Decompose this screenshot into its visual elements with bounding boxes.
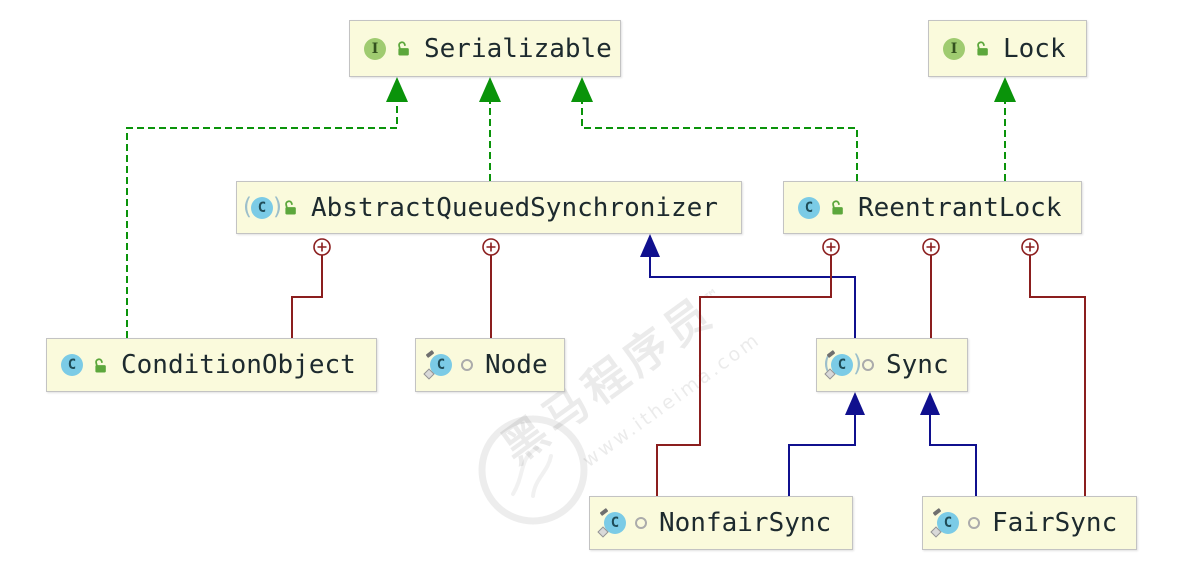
static-class-icon: C	[597, 507, 627, 538]
class-node-serializable[interactable]: I Serializable	[349, 20, 621, 77]
public-unlocked-icon	[282, 199, 299, 216]
inner-edge-reentrantlock-to-fairsync	[1021, 238, 1086, 496]
class-name-label: NonfairSync	[659, 508, 832, 538]
class-name-label: Serializable	[424, 33, 612, 64]
abstract-class-icon: ()C	[243, 193, 282, 220]
realization-edge-reentrantlock-to-lock	[994, 77, 1016, 181]
package-private-icon	[635, 517, 647, 529]
realization-edge-aqs-to-serializable	[479, 77, 501, 181]
realization-edge-reentrantlock-to-serializable	[571, 77, 858, 181]
public-unlocked-icon	[829, 199, 846, 216]
class-name-label: ReentrantLock	[858, 192, 1062, 223]
class-name-label: Sync	[886, 350, 949, 380]
class-icon: C	[797, 196, 821, 220]
class-node-node[interactable]: C Node	[415, 338, 565, 392]
inner-edge-reentrantlock-to-nonfairsync	[656, 238, 840, 496]
interface-icon: I	[363, 37, 387, 61]
class-name-label: Node	[485, 350, 548, 380]
class-node-sync[interactable]: ()C Sync	[816, 338, 968, 392]
inner-edge-aqs-to-conditionobject	[291, 238, 331, 338]
abstract-static-class-icon: ()C	[823, 349, 862, 380]
inheritance-edge-fairsync-to-sync	[920, 392, 977, 496]
watermark-logo	[478, 415, 588, 525]
interface-icon: I	[942, 37, 966, 61]
class-node-conditionobject[interactable]: C ConditionObject	[46, 338, 377, 392]
class-node-nonfairsync[interactable]: C NonfairSync	[589, 496, 853, 550]
inheritance-edge-nonfairsync-to-sync	[788, 392, 865, 496]
public-unlocked-icon	[395, 40, 412, 57]
class-node-aqs[interactable]: ()C AbstractQueuedSynchronizer	[236, 181, 742, 234]
package-private-icon	[862, 359, 874, 371]
class-name-label: AbstractQueuedSynchronizer	[311, 192, 718, 223]
inheritance-edge-sync-to-aqs	[640, 234, 856, 338]
class-name-label: ConditionObject	[121, 350, 356, 380]
static-class-icon: C	[423, 349, 453, 380]
class-node-reentrantlock[interactable]: C ReentrantLock	[783, 181, 1082, 234]
package-private-icon	[968, 517, 980, 529]
public-unlocked-icon	[974, 40, 991, 57]
realization-edge-conditionobject-to-serializable	[126, 77, 408, 338]
class-name-label: FairSync	[992, 508, 1118, 538]
static-class-icon: C	[930, 507, 960, 538]
inner-edge-aqs-to-node	[482, 238, 500, 338]
public-unlocked-icon	[92, 357, 109, 374]
class-name-label: Lock	[1003, 33, 1066, 64]
class-node-fairsync[interactable]: C FairSync	[922, 496, 1137, 550]
class-node-lock[interactable]: I Lock	[928, 20, 1087, 77]
inner-edge-reentrantlock-to-sync	[922, 238, 940, 338]
class-icon: C	[60, 353, 84, 377]
package-private-icon	[461, 359, 473, 371]
